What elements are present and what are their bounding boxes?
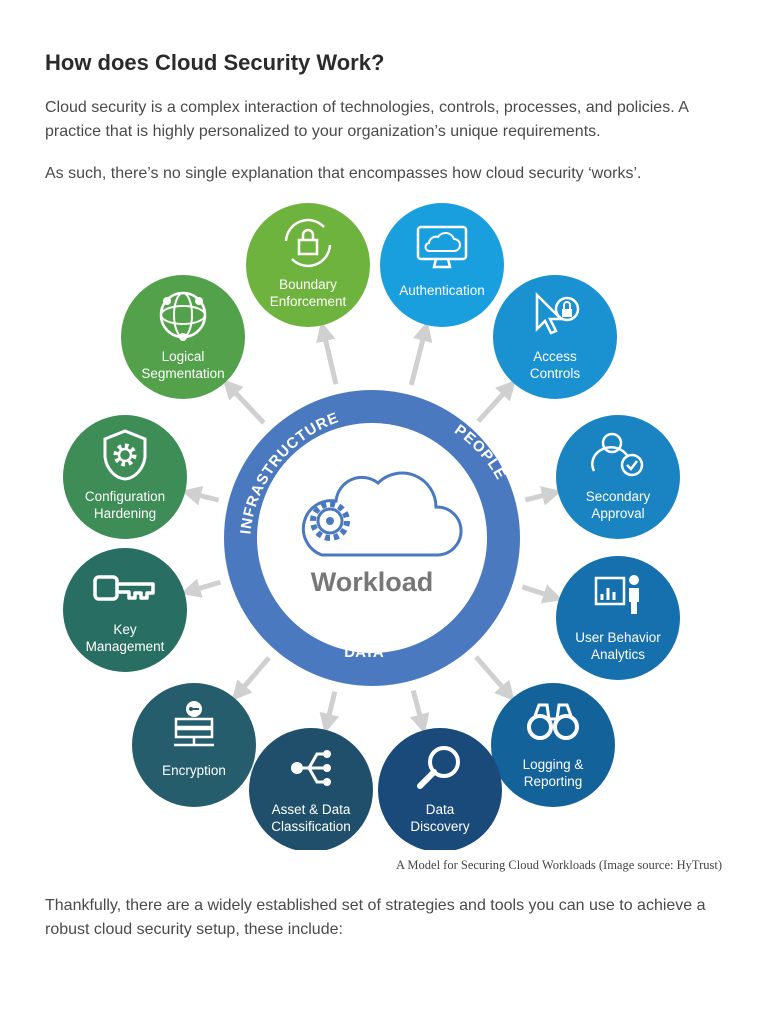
- user-check-icon: [591, 432, 644, 477]
- node-label: Analytics: [591, 647, 645, 662]
- node-label: Reporting: [524, 774, 583, 789]
- arrow: [408, 321, 433, 386]
- node-circle: [556, 556, 680, 680]
- node-circle: [378, 728, 502, 850]
- gear-icon: [310, 501, 350, 541]
- magnifier-icon: [417, 746, 460, 789]
- security-node: Encryption: [132, 683, 256, 807]
- cloud-monitor-icon: [416, 225, 468, 269]
- arrow: [474, 655, 515, 702]
- arrow: [476, 379, 516, 423]
- arrow: [231, 656, 271, 702]
- node-label: Segmentation: [141, 366, 224, 381]
- cloud-security-diagram: INFRASTRUCTURE PEOPLE DATA Workload Boun…: [63, 203, 680, 850]
- node-circle: [493, 275, 617, 399]
- workload-core: [257, 423, 487, 653]
- branch-icon: [291, 750, 331, 786]
- arrow: [222, 379, 266, 425]
- key-icon: [93, 575, 155, 601]
- arrow: [410, 689, 430, 735]
- page-title: How does Cloud Security Work?: [45, 50, 385, 75]
- node-circle: [556, 415, 680, 539]
- node-circle: [491, 683, 615, 807]
- node-label: Classification: [271, 819, 351, 834]
- server-key-icon: [174, 701, 214, 747]
- node-circle: [63, 415, 187, 539]
- node-label: Boundary: [279, 277, 337, 292]
- arrow: [316, 321, 339, 385]
- shield-gear-icon: [103, 429, 147, 481]
- cursor-lock-icon: [535, 291, 580, 335]
- node-label: Encryption: [162, 763, 226, 778]
- image-caption: A Model for Securing Cloud Workloads (Im…: [395, 858, 722, 872]
- arrow: [521, 584, 563, 604]
- node-label: Authentication: [399, 283, 485, 298]
- arrow-group: [180, 321, 563, 735]
- arrow: [524, 486, 562, 506]
- presenter-chart-icon: [594, 575, 639, 614]
- workload-label: Workload: [311, 567, 434, 597]
- node-label: Access: [533, 349, 577, 364]
- node-label: Data: [426, 802, 455, 817]
- ring-label-data: DATA: [344, 644, 384, 661]
- node-label: Approval: [591, 506, 644, 521]
- arrow: [319, 690, 340, 734]
- explanation-paragraph: As such, there’s no single explanation t…: [45, 165, 642, 182]
- arrow: [180, 578, 222, 598]
- lock-refresh-icon: [284, 218, 332, 268]
- cloud-icon: [301, 471, 463, 557]
- network-sphere-icon: [159, 291, 207, 341]
- node-label: Secondary: [586, 489, 651, 504]
- node-group: BoundaryEnforcementAuthenticationAccessC…: [63, 203, 680, 850]
- closing-paragraph: Thankfully, there are a widely establish…: [45, 897, 706, 938]
- node-label: Key: [113, 622, 137, 637]
- node-label: Asset & Data: [272, 802, 351, 817]
- node-label: Discovery: [410, 819, 470, 834]
- node-circle: [249, 728, 373, 850]
- security-node: Authentication: [380, 203, 504, 327]
- arrow: [181, 485, 220, 506]
- node-label: Configuration: [85, 489, 165, 504]
- node-label: Management: [86, 639, 165, 654]
- node-label: Logical: [162, 349, 205, 364]
- node-label: Enforcement: [270, 294, 347, 309]
- node-label: User Behavior: [575, 630, 661, 645]
- node-label: Controls: [530, 366, 581, 381]
- security-node: Logging & Reporting: [491, 683, 615, 807]
- binoculars-icon: [527, 703, 579, 740]
- node-label: Logging &: [523, 757, 584, 772]
- intro-paragraph: Cloud security is a complex interaction …: [45, 99, 688, 140]
- node-label: Hardening: [94, 506, 156, 521]
- node-circle: [380, 203, 504, 327]
